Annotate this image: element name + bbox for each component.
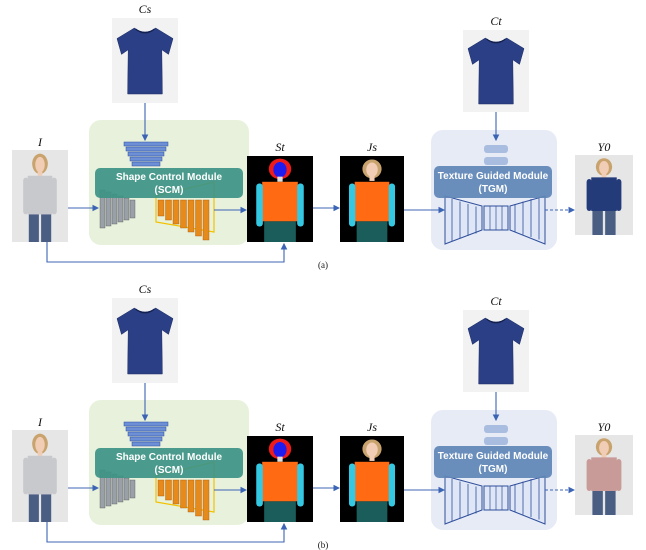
input-person-image: [12, 430, 68, 522]
input-person-image: [12, 150, 68, 242]
target-seg-map: [247, 436, 313, 522]
scm-decoder-bar: [187, 199, 195, 233]
scm-encoder-bar: [117, 195, 124, 223]
scm-encoder-bar: [129, 199, 136, 219]
tgm-encoder: [444, 195, 483, 245]
cloth-target-image: [467, 37, 525, 105]
tgm-decoder: [509, 195, 546, 245]
scm-decoder-bar: [195, 199, 202, 237]
scm-encoder-bar: [111, 193, 118, 225]
scm-funnel-layer: [131, 441, 161, 447]
cloth-source-label: Cs: [139, 282, 152, 296]
warped-cloth-label: Js: [367, 420, 377, 434]
tgm-band: [434, 446, 552, 478]
tgm-title: Texture Guided Module: [438, 171, 549, 182]
panel-caption: (a): [318, 260, 328, 270]
output-image: [575, 435, 633, 515]
warped-cloth-label: Js: [367, 140, 377, 154]
scm-decoder-bar: [157, 199, 165, 217]
cloth-source-image: [116, 27, 174, 95]
scm-encoder-bar: [117, 475, 124, 503]
scm-funnel-layer: [127, 151, 165, 157]
warped-cloth-map: [340, 436, 404, 522]
scm-decoder-bar: [202, 199, 210, 241]
tgm-band: [434, 166, 552, 198]
tgm-decoder: [509, 475, 546, 525]
tgm-embed-1: [484, 425, 508, 433]
scm-encoder-bar: [123, 477, 130, 501]
target-seg-label: St: [275, 420, 285, 434]
scm-abbrev: (SCM): [155, 465, 184, 476]
scm-encoder-bar: [123, 197, 130, 221]
tgm-embed-2: [484, 157, 508, 165]
target-seg-label: St: [275, 140, 285, 154]
scm-funnel-layer: [123, 421, 169, 427]
input-person-label: I: [37, 135, 43, 149]
cloth-target-image: [467, 317, 525, 385]
scm-encoder-bar: [129, 479, 136, 499]
scm-funnel-layer: [123, 141, 169, 147]
scm-encoder-bar: [111, 473, 118, 505]
tgm-embed-2: [484, 437, 508, 445]
scm-abbrev: (SCM): [155, 185, 184, 196]
panel-caption: (b): [318, 540, 329, 550]
target-seg-map: [247, 156, 313, 242]
scm-funnel-layer: [129, 156, 163, 162]
scm-decoder-bar: [180, 479, 187, 509]
output-label: Y0: [598, 420, 611, 434]
scm-title: Shape Control Module: [116, 172, 223, 183]
scm-funnel-layer: [125, 146, 167, 152]
scm-band: [95, 168, 243, 198]
cloth-source-image: [116, 307, 174, 375]
scm-band: [95, 448, 243, 478]
scm-decoder-bar: [187, 479, 195, 513]
cloth-source-label: Cs: [139, 2, 152, 16]
arrow-skip-to-seg: [46, 242, 288, 263]
scm-funnel-layer: [131, 161, 161, 167]
scm-decoder-bar: [157, 479, 165, 497]
scm-title: Shape Control Module: [116, 452, 223, 463]
warped-cloth-map: [340, 156, 404, 242]
output-image: [575, 155, 633, 235]
scm-decoder-bar: [165, 199, 172, 221]
scm-funnel-layer: [127, 431, 165, 437]
scm-funnel-layer: [125, 426, 167, 432]
input-person-label: I: [37, 415, 43, 429]
scm-decoder-bar: [172, 479, 180, 505]
output-label: Y0: [598, 140, 611, 154]
scm-decoder-bar: [180, 199, 187, 229]
tgm-title: Texture Guided Module: [438, 451, 549, 462]
tgm-embed-1: [484, 145, 508, 153]
scm-decoder-bar: [195, 479, 202, 517]
tgm-abbrev: (TGM): [479, 464, 508, 475]
cloth-target-label: Ct: [490, 294, 502, 308]
arrow-skip-to-seg: [46, 522, 288, 543]
scm-funnel-layer: [129, 436, 163, 442]
scm-decoder-bar: [172, 199, 180, 225]
scm-decoder-bar: [165, 479, 172, 501]
scm-decoder-bar: [202, 479, 210, 521]
tgm-encoder: [444, 475, 483, 525]
tgm-abbrev: (TGM): [479, 184, 508, 195]
cloth-target-label: Ct: [490, 14, 502, 28]
